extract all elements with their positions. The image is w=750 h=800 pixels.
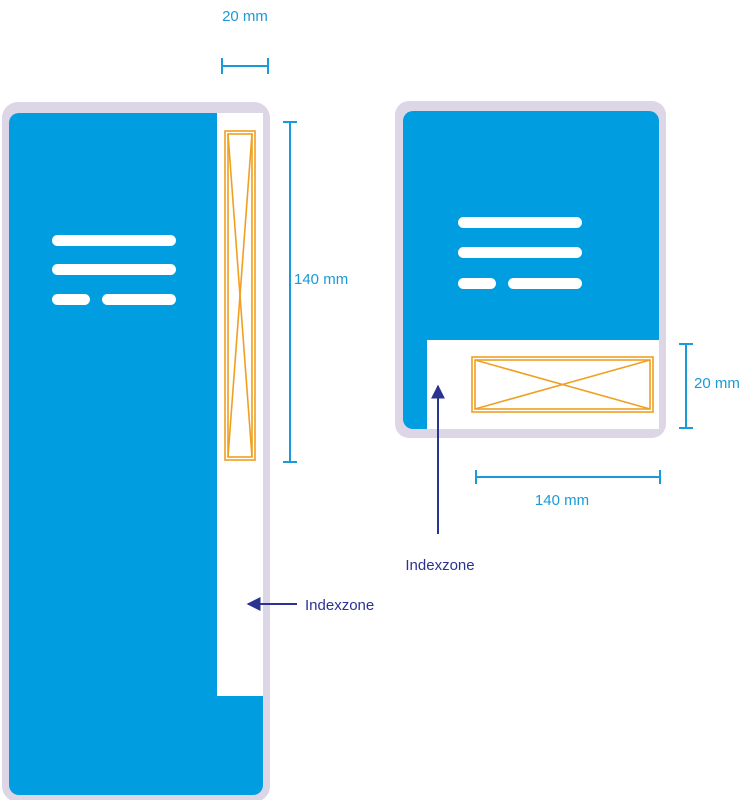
portrait-envelope bbox=[2, 102, 270, 800]
portrait-text-line-3b bbox=[102, 294, 176, 305]
landscape-text-line-2 bbox=[458, 247, 582, 258]
landscape-width-label: 140 mm bbox=[535, 492, 589, 509]
portrait-barcode-placeholder bbox=[224, 130, 256, 461]
portrait-text-lines bbox=[52, 235, 176, 305]
portrait-text-line-1 bbox=[52, 235, 176, 246]
portrait-width-dimension bbox=[221, 58, 269, 74]
landscape-width-dimension bbox=[475, 470, 661, 484]
portrait-envelope-body bbox=[9, 113, 263, 795]
portrait-index-label: Indexzone bbox=[305, 597, 374, 614]
landscape-barcode-placeholder bbox=[471, 356, 654, 413]
landscape-text-line-3a bbox=[458, 278, 496, 289]
landscape-text-line-1 bbox=[458, 217, 582, 228]
portrait-width-label: 20 mm bbox=[222, 8, 268, 25]
landscape-index-label: Indexzone bbox=[405, 557, 474, 574]
landscape-index-zone bbox=[427, 340, 659, 429]
landscape-height-label: 20 mm bbox=[694, 375, 740, 392]
landscape-text-lines bbox=[458, 217, 582, 289]
portrait-text-line-2 bbox=[52, 264, 176, 275]
portrait-height-label: 140 mm bbox=[294, 271, 348, 288]
landscape-envelope bbox=[395, 101, 666, 438]
landscape-text-line-3b bbox=[508, 278, 582, 289]
portrait-height-dimension bbox=[283, 121, 297, 463]
portrait-text-line-3a bbox=[52, 294, 90, 305]
portrait-index-zone bbox=[217, 113, 263, 696]
landscape-height-dimension bbox=[679, 343, 693, 429]
